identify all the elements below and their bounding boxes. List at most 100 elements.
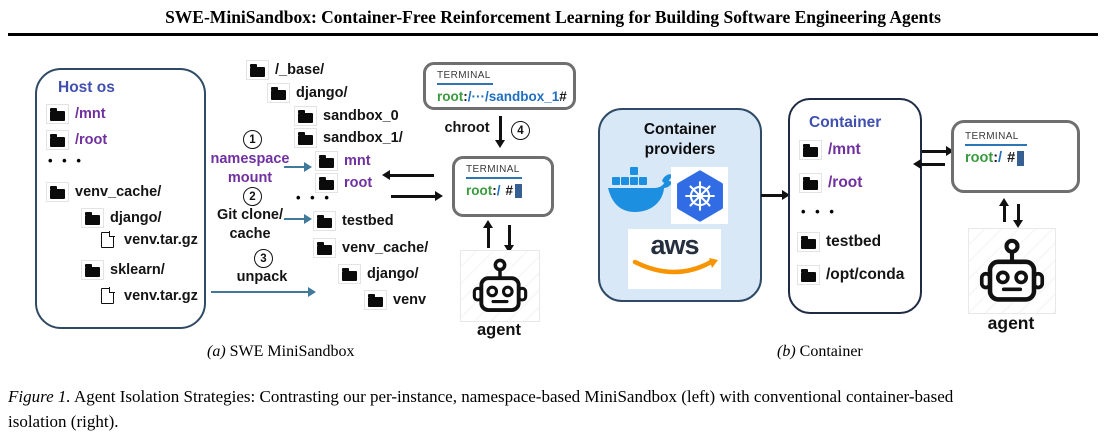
host-item-venv-cache: venv_cache/ [46, 182, 161, 202]
tree-item-label: django/ [367, 266, 419, 282]
folder-icon [81, 208, 104, 228]
terminal-to-tree-arrow [390, 174, 434, 177]
host-item-sklearn: sklearn/ [81, 260, 165, 280]
folder-icon [294, 128, 317, 148]
tree-item-label: venv [393, 292, 427, 308]
tree-to-terminal-arrow [391, 195, 435, 198]
terminal-title-underline [965, 144, 1027, 146]
container-terminal: TERMINAL root:/# [951, 120, 1080, 193]
subcaption-b-tag: (b) [777, 343, 796, 360]
prompt-hash: # [505, 183, 514, 198]
tree-item-venv-cache: venv_cache/ [313, 238, 428, 258]
terminal-to-container-arrow [921, 163, 945, 166]
tree-item-label: root [344, 175, 373, 191]
aws-icon: aws [650, 230, 699, 260]
robot-icon [979, 238, 1045, 302]
folder-icon [294, 106, 317, 126]
container-item-label: /mnt [828, 141, 861, 158]
prompt-hash: # [1007, 150, 1016, 166]
host-item-label: venv.tar.gz [124, 288, 198, 304]
tree-item-venv: venv [364, 290, 426, 310]
folder-icon [46, 182, 69, 202]
folder-icon [797, 232, 820, 252]
host-item-label: django/ [110, 210, 162, 226]
tree-item-root: root [315, 173, 372, 193]
figure-caption-text1: Agent Isolation Strategies: Contrasting … [70, 387, 954, 406]
host-item-mnt: /mnt [46, 104, 106, 124]
namespace-mount-arrow [284, 166, 304, 169]
container-title: Container [809, 114, 882, 131]
robot-icon [472, 258, 528, 313]
container-item-label: testbed [826, 233, 882, 250]
prompt-colon: : [492, 183, 497, 198]
file-icon [101, 287, 115, 304]
step-1-badge: 1 [243, 130, 262, 149]
prompt-colon: : [993, 150, 999, 166]
prompt-colon: : [463, 89, 468, 104]
terminal-prompt: root:/# [965, 150, 1067, 166]
container-item-mnt: /mnt [799, 140, 861, 160]
host-os-title: Host os [58, 79, 115, 96]
subcaption-a: (a) SWE MiniSandbox [207, 343, 355, 361]
figure-caption: Figure 1. Agent Isolation Strategies: Co… [8, 384, 1102, 434]
step-2-badge: 2 [243, 187, 262, 206]
tree-item-sandbox0: sandbox_0 [294, 106, 399, 126]
step-4-badge: 4 [511, 121, 530, 140]
docker-icon [608, 167, 672, 212]
terminal-prompt: root:/···/sandbox_1# [437, 89, 567, 104]
cursor-block [515, 183, 523, 198]
step-3-label: unpack [236, 269, 288, 285]
folder-icon [46, 104, 69, 124]
figure-caption-line1: Figure 1. Agent Isolation Strategies: Co… [8, 384, 1102, 409]
agent-label-b: agent [987, 313, 1035, 333]
tree-item-sandbox1: sandbox_1/ [294, 128, 403, 148]
cursor-block [1017, 150, 1025, 166]
tree-item-label: sandbox_0 [323, 108, 399, 124]
container-ellipsis: • • • [801, 204, 837, 219]
host-item-label: sklearn/ [110, 262, 165, 278]
terminal-title: TERMINAL [965, 131, 1019, 142]
folder-icon [81, 260, 104, 280]
container-item-label: /root [828, 174, 863, 191]
terminal-to-agent-arrow [504, 225, 513, 253]
container-item-testbed: testbed [797, 232, 881, 252]
terminal-title: TERMINAL [466, 164, 520, 175]
aws-smile-arrow [632, 258, 718, 275]
step-1-label: namespace mount [210, 151, 290, 186]
chroot-arrow [495, 116, 504, 148]
terminal-title: TERMINAL [437, 70, 491, 81]
container-item-opt-conda: /opt/conda [797, 265, 904, 285]
container-providers-title: Container providers [643, 121, 717, 158]
subcaption-a-text: SWE MiniSandbox [225, 343, 355, 360]
agent-to-terminal-arrow-b [999, 198, 1008, 222]
folder-icon [799, 173, 822, 193]
tree-item-label: /_base/ [275, 62, 325, 78]
terminal-to-agent-arrow-b [1013, 204, 1022, 228]
folder-icon [315, 151, 338, 171]
unpack-arrow [211, 291, 308, 294]
agent-figure-b [968, 228, 1056, 314]
figure-caption-line2: isolation (right). [8, 409, 1102, 434]
tree-item-base: /_base/ [246, 60, 324, 80]
prompt-user: root [965, 150, 994, 166]
git-clone-arrow [284, 218, 304, 221]
tree-item-django: django/ [267, 83, 348, 103]
terminal-title-underline [466, 177, 522, 179]
container-providers-box: Container providers [598, 108, 762, 302]
file-icon [101, 231, 115, 248]
providers-to-container-arrow [761, 194, 782, 197]
folder-icon [267, 83, 290, 103]
prompt-user: root [466, 183, 493, 198]
tree-item-label: testbed [342, 213, 394, 229]
folder-icon [246, 60, 269, 80]
host-item-label: venv.tar.gz [124, 232, 198, 248]
folder-icon [338, 264, 361, 284]
mini-sandbox-terminal: TERMINAL root:/# [452, 156, 554, 217]
host-item-label: venv_cache/ [75, 184, 162, 200]
folder-icon [797, 265, 820, 285]
host-item-venv-tar-2: venv.tar.gz [97, 287, 198, 304]
tree-item-label: sandbox_1/ [323, 130, 403, 146]
container-item-label: /opt/conda [826, 266, 905, 283]
subcaption-b: (b) Container [777, 343, 863, 361]
tree-item-label: venv_cache/ [342, 240, 429, 256]
